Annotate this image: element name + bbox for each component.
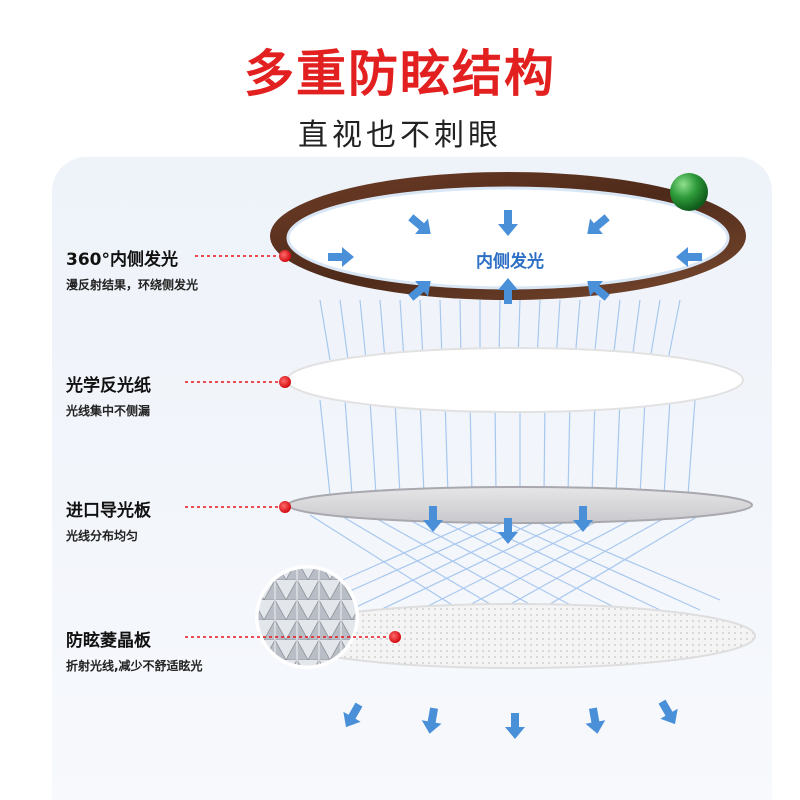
label-inner-glow: 360°内侧发光 漫反射结果，环绕侧发光 [66, 245, 198, 293]
light-beams [309, 299, 721, 611]
page-subtitle: 直视也不刺眼 [298, 118, 502, 153]
red-markers [279, 250, 401, 643]
light-guide-plate-layer [287, 486, 753, 524]
leader-lines [185, 255, 393, 638]
green-indicator-icon [670, 173, 708, 211]
label-title: 光学反光纸 [66, 376, 151, 396]
prism-zoom-circle [255, 565, 359, 669]
label-reflective-paper: 光学反光纸 光线集中不侧漏 [66, 371, 151, 419]
label-title: 防眩菱晶板 [66, 631, 151, 651]
reflective-paper-layer [286, 347, 744, 413]
marker-dot-3 [279, 501, 291, 513]
label-desc: 光线分布均匀 [66, 529, 139, 543]
label-desc: 折射光线,减少不舒适眩光 [66, 659, 203, 673]
label-desc: 光线集中不侧漏 [66, 404, 151, 418]
label-title: 360°内侧发光 [66, 250, 178, 270]
label-anti-glare: 防眩菱晶板 折射光线,减少不舒适眩光 [66, 626, 203, 674]
ring-lamp-frame [270, 172, 746, 300]
label-desc: 漫反射结果，环绕侧发光 [66, 278, 199, 292]
inner-glow-label: 内侧发光 [476, 252, 544, 272]
output-arrows [337, 696, 684, 739]
marker-dot-1 [279, 250, 291, 262]
label-light-guide: 进口导光板 光线分布均匀 [66, 496, 151, 544]
marker-dot-4 [389, 631, 401, 643]
marker-dot-2 [279, 376, 291, 388]
label-title: 进口导光板 [66, 501, 151, 521]
page-title: 多重防眩结构 [244, 45, 556, 103]
